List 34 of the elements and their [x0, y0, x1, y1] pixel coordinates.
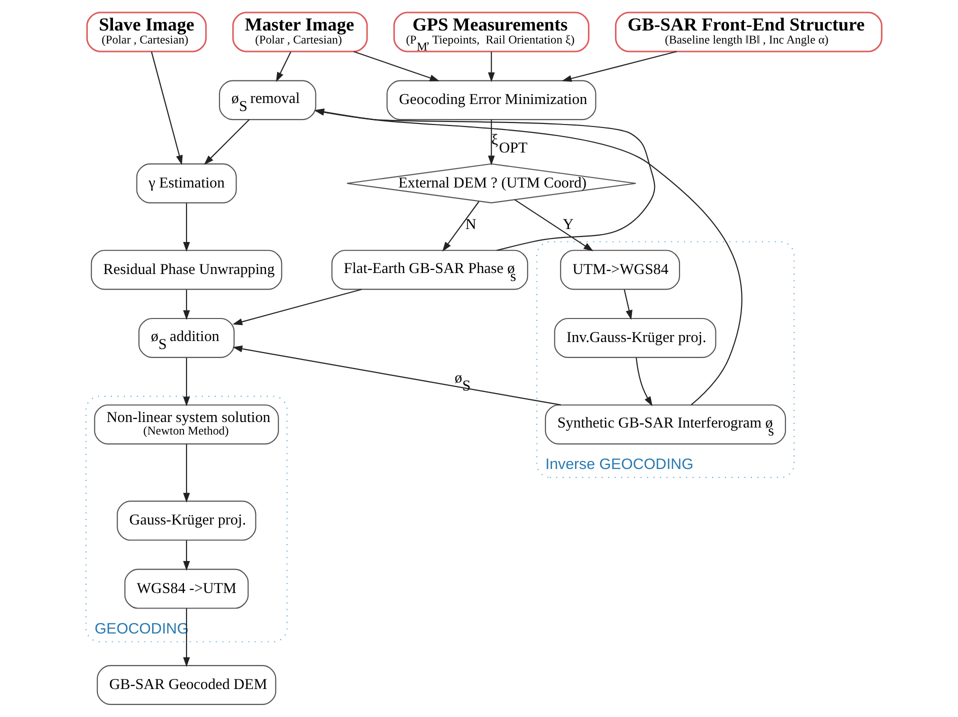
node-diamond: External DEM ? (UTM Coord) [346, 163, 636, 204]
arrow [182, 608, 190, 668]
arrow [353, 51, 440, 82]
node-box: UTM->WGS84 [560, 250, 680, 290]
arrow [442, 201, 479, 252]
arrow [182, 358, 190, 406]
arrow [561, 51, 676, 82]
node-box: Gauss-Krüger proj. [116, 500, 256, 541]
arrow [232, 288, 362, 326]
edge-label: N [464, 216, 476, 233]
node-box: Master Image (Polar , Cartesian) [232, 12, 368, 52]
edge-label: Y [562, 216, 574, 233]
arrow [232, 346, 561, 406]
node-box: Inv.Gauss-Krüger proj. [554, 318, 716, 358]
node-box: GB-SAR Geocoded DEM [96, 665, 276, 705]
arrow [182, 444, 190, 503]
arrow [623, 290, 632, 320]
node-box: Non-linear system solution (Newton Method) [94, 404, 278, 444]
node-box: γ Estimation [136, 163, 236, 204]
node-box: GB-SAR Front-End Structure (Baseline length ‖B‖ , Inc Angle α) [614, 12, 882, 52]
arrow [514, 199, 593, 252]
arrow [150, 52, 182, 166]
arrow [635, 357, 652, 406]
arrow [182, 290, 190, 320]
node-box: Slave Image (Polar , Cartesian) [86, 12, 206, 52]
node-box: Residual Phase Unwrapping [90, 250, 282, 290]
arrow [276, 52, 291, 82]
arrow [203, 119, 250, 165]
arrow [487, 52, 494, 82]
node-box: WGS84 ->UTM [124, 568, 248, 609]
node-box: Geocoding Error Minimization [386, 80, 596, 120]
arrow [182, 540, 190, 571]
arrow [487, 120, 494, 166]
arrow [182, 203, 190, 252]
